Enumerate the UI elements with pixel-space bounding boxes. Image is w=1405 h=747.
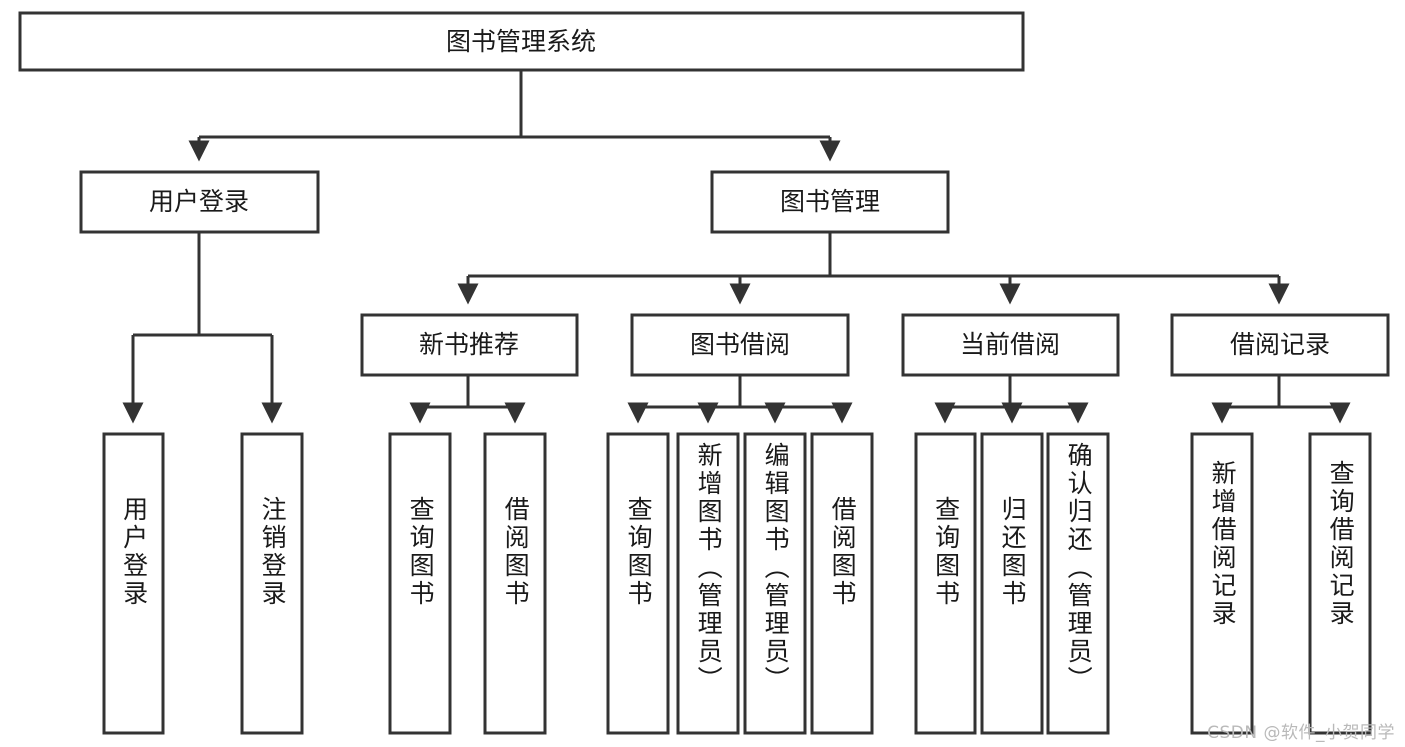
connector-root-to-level2	[188, 70, 841, 162]
leaf-box-book-borrow-1[interactable]	[606, 432, 670, 735]
node-borrow-record[interactable]: 借阅记录	[1170, 313, 1390, 377]
connector-new-book-to-leaves	[409, 375, 526, 424]
node-user-login-label: 用户登录	[149, 187, 249, 216]
connector-book-borrow-to-leaves	[627, 375, 853, 424]
leaf-box-book-borrow-2[interactable]	[676, 432, 740, 735]
leaf-box-user-login-1[interactable]	[102, 432, 165, 735]
node-borrow-record-label: 借阅记录	[1230, 330, 1330, 359]
leaf-box-user-login-2[interactable]	[240, 432, 304, 735]
node-new-book-recommend[interactable]: 新书推荐	[360, 313, 579, 377]
connector-user-login-to-leaves	[122, 232, 283, 424]
connector-current-borrow-to-leaves	[934, 375, 1089, 424]
node-current-borrow-label: 当前借阅	[960, 330, 1060, 359]
node-book-manage[interactable]: 图书管理	[710, 170, 950, 234]
leaf-box-book-borrow-3[interactable]	[743, 432, 807, 735]
leaf-box-current-borrow-1[interactable]	[914, 432, 977, 735]
node-book-borrow-label: 图书借阅	[690, 330, 790, 359]
leaf-box-book-borrow-4[interactable]	[810, 432, 874, 735]
leaf-box-new-book-1[interactable]	[388, 432, 452, 735]
leaf-box-current-borrow-3[interactable]	[1046, 432, 1110, 735]
node-current-borrow[interactable]: 当前借阅	[901, 313, 1120, 377]
node-root-system-label: 图书管理系统	[446, 27, 596, 56]
node-user-login[interactable]: 用户登录	[79, 170, 320, 234]
node-new-book-recommend-label: 新书推荐	[419, 330, 519, 359]
node-root-system[interactable]: 图书管理系统	[18, 11, 1025, 72]
leaf-boxes	[102, 432, 1372, 735]
connector-book-manage-to-level3	[457, 232, 1290, 305]
connector-borrow-record-to-leaves	[1211, 375, 1351, 424]
node-book-borrow[interactable]: 图书借阅	[630, 313, 850, 377]
leaf-box-borrow-record-2[interactable]	[1308, 432, 1372, 735]
node-book-manage-label: 图书管理	[780, 187, 880, 216]
leaf-box-current-borrow-2[interactable]	[980, 432, 1044, 735]
csdn-watermark: CSDN @软件_小贺同学	[1207, 723, 1395, 743]
leaf-box-new-book-2[interactable]	[483, 432, 547, 735]
leaf-box-borrow-record-1[interactable]	[1190, 432, 1254, 735]
